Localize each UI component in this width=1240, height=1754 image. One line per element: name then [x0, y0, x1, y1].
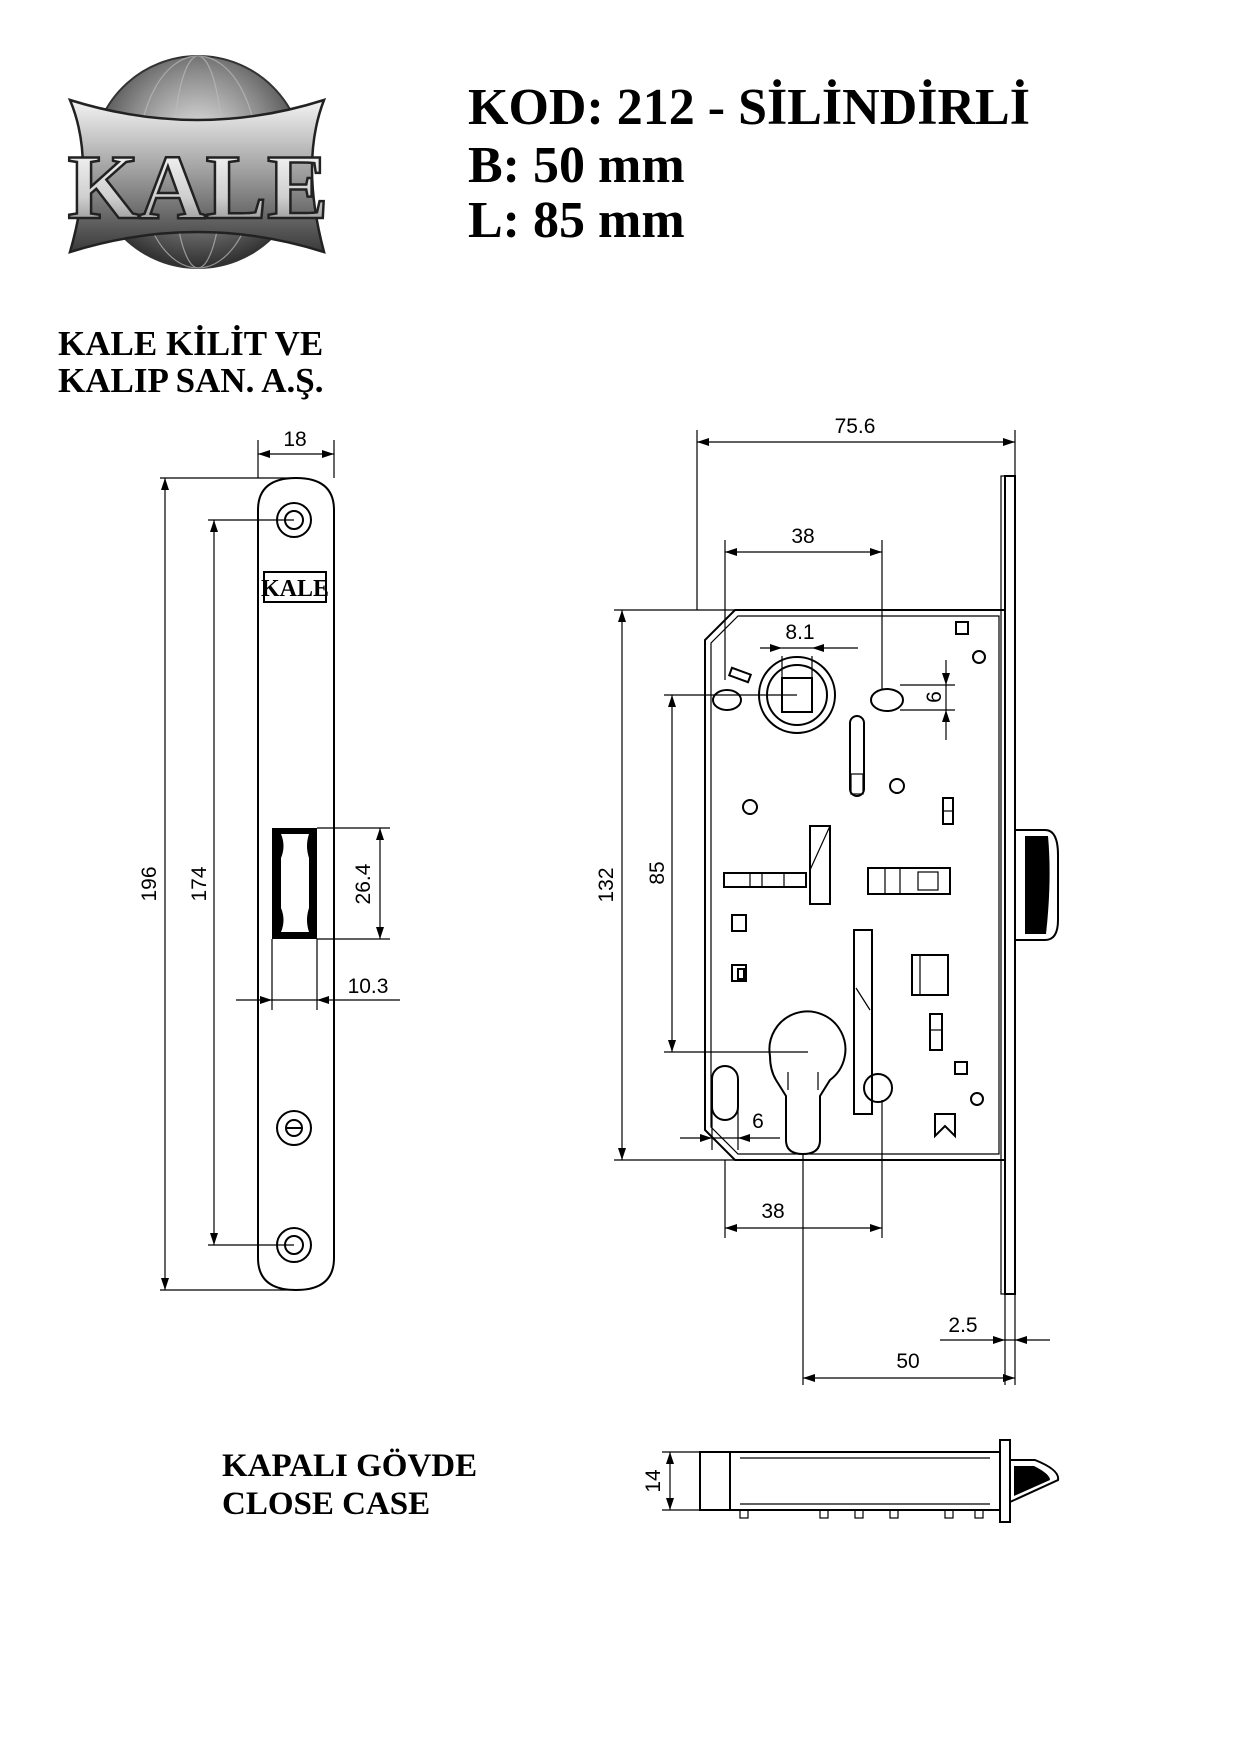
case-label-tr: KAPALI GÖVDE [222, 1448, 478, 1484]
company-name-line2: KALIP SAN. A.Ş. [58, 361, 324, 400]
side-view: 14 [642, 1439, 1060, 1523]
dim-backset: 50 [896, 1350, 919, 1373]
dim-center-distance: 85 [646, 861, 669, 884]
product-code-title: KOD: 212 - SİLİNDİRLİ [468, 79, 1030, 136]
center-distance-spec: L: 85 mm [468, 192, 685, 249]
plate-logo: KALE [261, 576, 329, 602]
dim-plate-width: 18 [283, 428, 306, 451]
dim-bottom-38: 38 [761, 1200, 784, 1223]
lock-body-view: 8.1 [595, 415, 1059, 1385]
dim-slot-6-bottom: 6 [752, 1110, 764, 1133]
logo-wordmark: KALE [68, 136, 329, 238]
dim-body-height: 132 [595, 867, 618, 902]
dim-overall-width: 75.6 [835, 415, 876, 438]
dim-latch-height: 26.4 [352, 863, 375, 904]
kale-logo: KALE [66, 55, 330, 269]
dim-latch-offset: 10.3 [348, 975, 389, 998]
dim-hole-spacing: 174 [188, 866, 211, 901]
front-plate-view: KALE 18 196 174 26.4 [138, 428, 400, 1292]
case-label-en: CLOSE CASE [222, 1486, 431, 1522]
company-name-line1: KALE KİLİT VE [58, 324, 324, 363]
dim-slot-6-top: 6 [923, 691, 946, 703]
dim-spindle-square: 8.1 [785, 621, 814, 644]
dim-case-thickness: 14 [642, 1469, 665, 1493]
backset-spec: B: 50 mm [468, 137, 685, 194]
dim-top-38: 38 [791, 525, 814, 548]
dim-faceplate-thickness: 2.5 [948, 1314, 977, 1337]
dim-plate-total-height: 196 [138, 866, 161, 901]
